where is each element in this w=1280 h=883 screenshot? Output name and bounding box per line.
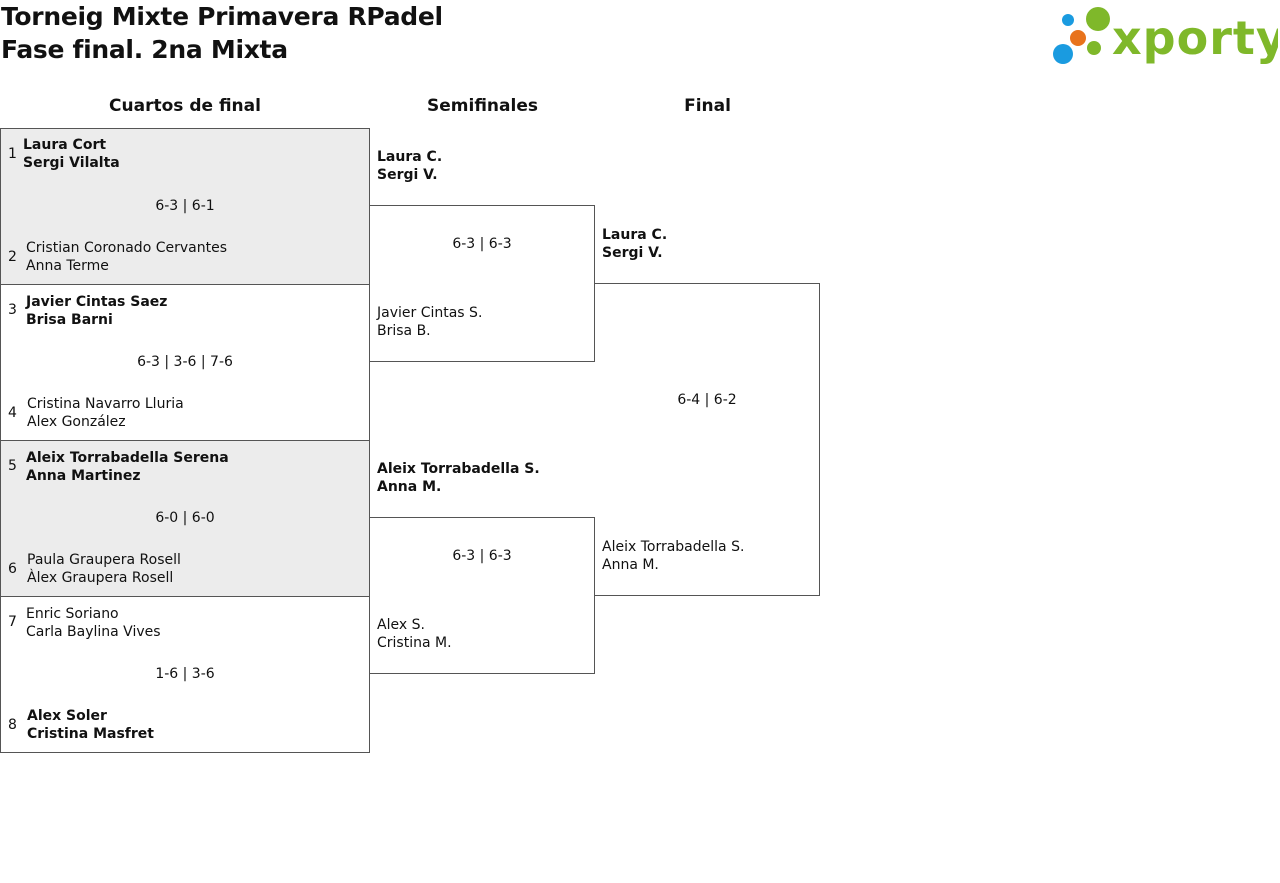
player-name: Aleix Torrabadella S. <box>602 539 745 555</box>
player-name: Anna Terme <box>26 258 109 274</box>
player-name: Laura C. <box>377 149 443 165</box>
player-name: Brisa Barni <box>26 312 113 328</box>
player-name: Cristina M. <box>377 635 452 651</box>
final-team-bottom: Aleix Torrabadella S. Anna M. <box>602 538 744 574</box>
team-bottom: Paula Graupera Rosell Àlex Graupera Rose… <box>27 551 181 587</box>
player-name: Cristina Masfret <box>27 726 154 742</box>
player-name: Àlex Graupera Rosell <box>27 570 174 586</box>
page-title: Torneig Mixte Primavera RPadel <box>1 2 443 31</box>
player-name: Alex Soler <box>27 708 107 724</box>
player-name: Javier Cintas Saez <box>26 294 168 310</box>
player-name: Laura C. <box>602 227 668 243</box>
match-score: 6-3 | 6-1 <box>155 198 215 214</box>
player-name: Anna Martinez <box>26 468 141 484</box>
player-name: Laura Cort <box>23 137 107 153</box>
player-name: Cristian Coronado Cervantes <box>26 240 227 256</box>
seed-number: 8 <box>8 717 17 733</box>
seed-number: 6 <box>8 561 17 577</box>
seed-number: 1 <box>8 146 17 162</box>
logo-dot-green <box>1086 7 1110 31</box>
quarterfinal-match-1: 1 Laura Cort Sergi Vilalta 6-3 | 6-1 2 C… <box>0 128 370 285</box>
match-score: 1-6 | 3-6 <box>155 666 215 682</box>
match-score: 6-3 | 3-6 | 7-6 <box>137 354 233 370</box>
semifinal-1-team-top: Laura C. Sergi V. <box>377 148 442 184</box>
round-heading-quarterfinals: Cuartos de final <box>109 96 261 116</box>
logo-dot-blue-bottom <box>1053 44 1073 64</box>
player-name: Sergi V. <box>602 245 663 261</box>
team-top: Aleix Torrabadella Serena Anna Martinez <box>26 449 229 485</box>
team-top: Laura Cort Sergi Vilalta <box>23 136 120 172</box>
round-heading-semifinals: Semifinales <box>427 96 538 116</box>
player-name: Enric Soriano <box>26 606 119 622</box>
player-name: Aleix Torrabadella S. <box>377 461 540 477</box>
player-name: Carla Baylina Vives <box>26 624 161 640</box>
semifinal-2-team-bottom: Alex S. Cristina M. <box>377 616 452 652</box>
semifinal-match-2-bracket <box>370 517 595 674</box>
logo-dot-orange <box>1070 30 1086 46</box>
round-heading-final: Final <box>684 96 731 116</box>
player-name: Alex González <box>27 414 126 430</box>
quarterfinal-match-4: 7 Enric Soriano Carla Baylina Vives 1-6 … <box>0 596 370 753</box>
seed-number: 2 <box>8 249 17 265</box>
final-score: 6-4 | 6-2 <box>677 392 737 408</box>
player-name: Javier Cintas S. <box>377 305 483 321</box>
quarterfinal-match-3: 5 Aleix Torrabadella Serena Anna Martine… <box>0 440 370 597</box>
semifinal-1-team-bottom: Javier Cintas S. Brisa B. <box>377 304 482 340</box>
team-bottom: Alex Soler Cristina Masfret <box>27 707 154 743</box>
team-bottom: Cristina Navarro Lluria Alex González <box>27 395 184 431</box>
logo-dot-green-small <box>1087 41 1101 55</box>
player-name: Anna M. <box>602 557 659 573</box>
semifinal-1-score: 6-3 | 6-3 <box>452 236 512 252</box>
page-subtitle: Fase final. 2na Mixta <box>1 35 288 64</box>
final-match-bracket <box>595 283 820 596</box>
seed-number: 4 <box>8 405 17 421</box>
logo-text: xporty <box>1112 11 1278 65</box>
player-name: Sergi V. <box>377 167 438 183</box>
player-name: Anna M. <box>377 479 442 495</box>
player-name: Alex S. <box>377 617 425 633</box>
seed-number: 7 <box>8 614 17 630</box>
player-name: Brisa B. <box>377 323 431 339</box>
semifinal-match-1-bracket <box>370 205 595 362</box>
seed-number: 3 <box>8 302 17 318</box>
xporty-logo: xporty <box>1053 7 1278 65</box>
final-team-top: Laura C. Sergi V. <box>602 226 667 262</box>
player-name: Cristina Navarro Lluria <box>27 396 184 412</box>
player-name: Aleix Torrabadella Serena <box>26 450 229 466</box>
team-top: Javier Cintas Saez Brisa Barni <box>26 293 167 329</box>
quarterfinal-match-2: 3 Javier Cintas Saez Brisa Barni 6-3 | 3… <box>0 284 370 441</box>
match-score: 6-0 | 6-0 <box>155 510 215 526</box>
player-name: Paula Graupera Rosell <box>27 552 181 568</box>
seed-number: 5 <box>8 458 17 474</box>
logo-dot-blue-top <box>1062 14 1074 26</box>
semifinal-2-score: 6-3 | 6-3 <box>452 548 512 564</box>
team-top: Enric Soriano Carla Baylina Vives <box>26 605 161 641</box>
semifinal-2-team-top: Aleix Torrabadella S. Anna M. <box>377 460 540 496</box>
player-name: Sergi Vilalta <box>23 155 120 171</box>
team-bottom: Cristian Coronado Cervantes Anna Terme <box>26 239 227 275</box>
